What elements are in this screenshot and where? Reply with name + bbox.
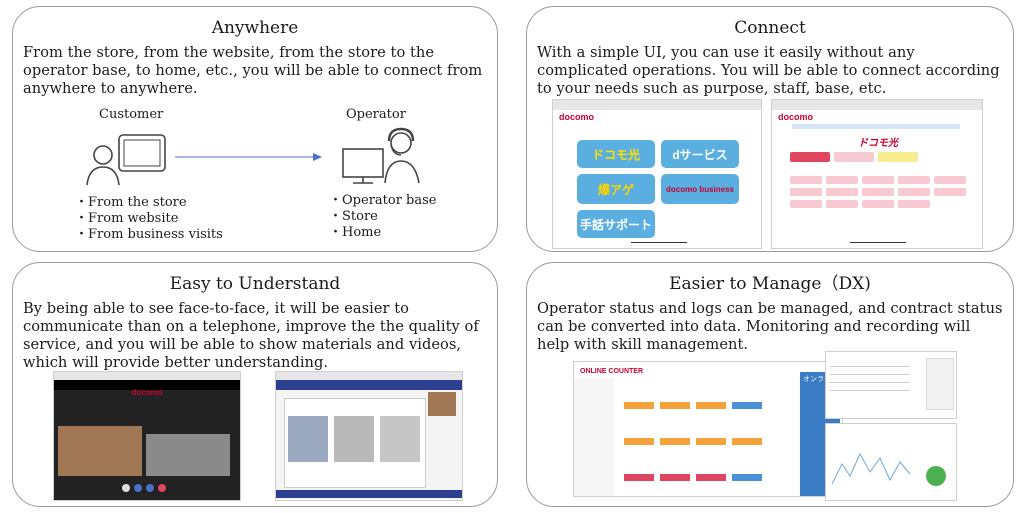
- tablet-screenshot-options: docomo ドコモ光: [771, 99, 983, 249]
- panel-title: Easier to Manage（DX): [669, 274, 871, 294]
- panel-description: By being able to see face-to-face, it wi…: [23, 300, 479, 371]
- list-item: From business visits: [75, 227, 223, 243]
- tablet-screenshot-menu: docomo ドコモ光 dサービス 爆アゲ docomo business 手話…: [552, 99, 762, 249]
- list-item: Operator base: [329, 193, 436, 209]
- list-item: From website: [75, 211, 223, 227]
- panel-title: Easy to Understand: [169, 274, 341, 294]
- list-item: Home: [329, 225, 437, 241]
- operator-label: Operator: [346, 107, 406, 122]
- tile: docomo business: [661, 174, 739, 204]
- arrow-icon: [175, 153, 322, 161]
- tile: ドコモ光: [577, 140, 655, 168]
- customer-icon: [86, 134, 166, 186]
- anywhere-panel: Anywhere From the store, from the websit…: [12, 6, 498, 252]
- panel-title: Connect: [734, 18, 806, 38]
- panel-description: From the store, from the website, from t…: [23, 44, 483, 97]
- monitoring-chart-screenshot: [825, 423, 957, 501]
- connect-panel: Connect With a simple UI, you can use it…: [526, 6, 1014, 252]
- operator-icon: [342, 127, 420, 184]
- tile: 手話サポート: [577, 210, 655, 238]
- panel-title: Anywhere: [211, 18, 299, 38]
- video-call-screenshot: docomo: [53, 371, 241, 501]
- document-share-screenshot: [275, 371, 463, 501]
- list-item: Store: [329, 209, 437, 225]
- manage-panel: Easier to Manage（DX) Operator status and…: [526, 262, 1014, 507]
- customer-points: From the store From website From busines…: [75, 195, 223, 243]
- panel-description: With a simple UI, you can use it easily …: [537, 44, 1000, 97]
- list-item: From the store: [75, 195, 223, 211]
- tile: 爆アゲ: [577, 174, 655, 204]
- panel-description: Operator status and logs can be managed,…: [537, 300, 1003, 353]
- operator-dashboard-screenshot: ONLINE COUNTER オンライム: [573, 361, 843, 497]
- tile: dサービス: [661, 140, 739, 168]
- customer-label: Customer: [99, 107, 164, 122]
- operator-points: Operator base Store Home: [329, 193, 437, 241]
- log-table-screenshot: [825, 351, 957, 419]
- understand-panel: Easy to Understand By being able to see …: [12, 262, 498, 507]
